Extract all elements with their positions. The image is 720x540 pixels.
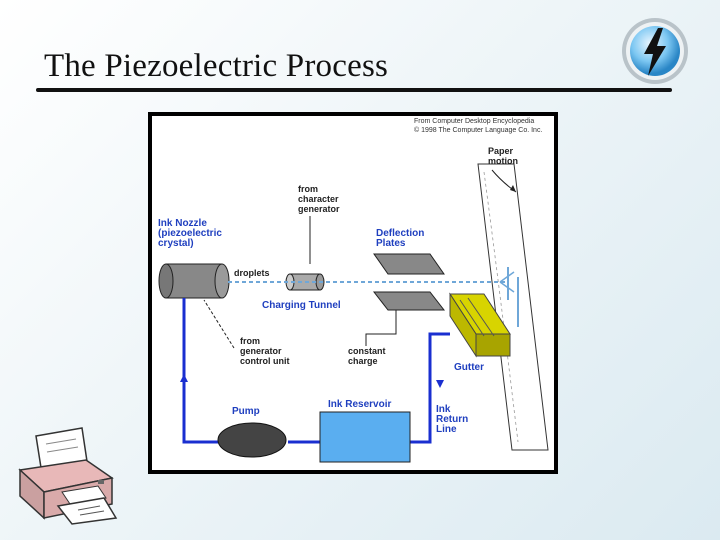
deflection-plate-bottom bbox=[372, 291, 446, 311]
from-gen-label-1: from bbox=[240, 336, 260, 346]
from-char-label-1: from bbox=[298, 184, 318, 194]
gutter-label: Gutter bbox=[454, 362, 484, 373]
ink-reservoir bbox=[319, 411, 411, 463]
piezoelectric-diagram: From Computer Desktop Encyclopedia © 199… bbox=[148, 112, 558, 474]
from-char-label-2: character bbox=[298, 194, 339, 204]
ink-return-label-1: Ink bbox=[436, 404, 451, 415]
pump-label: Pump bbox=[232, 406, 260, 417]
constant-charge-label-2: charge bbox=[348, 356, 378, 366]
credit-line-1: From Computer Desktop Encyclopedia bbox=[414, 118, 534, 125]
constant-charge-label-1: constant bbox=[348, 346, 386, 356]
ink-nozzle-label-1: Ink Nozzle bbox=[158, 218, 207, 229]
printer-clipart-icon bbox=[18, 427, 118, 525]
pump bbox=[217, 422, 287, 458]
gutter bbox=[449, 292, 511, 358]
deflection-label-2: Plates bbox=[376, 238, 406, 249]
from-char-label-3: generator bbox=[298, 204, 340, 214]
ink-nozzle bbox=[158, 263, 230, 299]
droplets-label: droplets bbox=[234, 268, 270, 278]
from-gen-label-3: control unit bbox=[240, 356, 290, 366]
deflection-plate-top bbox=[373, 253, 445, 275]
title-underline bbox=[36, 88, 672, 92]
pipe-flow-arrow-up bbox=[180, 374, 188, 382]
charging-tunnel-label: Charging Tunnel bbox=[262, 300, 341, 311]
from-gen-label-2: generator bbox=[240, 346, 282, 356]
ink-nozzle-label-2: (piezoelectric bbox=[158, 228, 222, 239]
constant-charge-wire bbox=[365, 310, 397, 346]
deflection-label-1: Deflection bbox=[376, 228, 424, 239]
lightning-bolt-icon bbox=[622, 18, 688, 84]
ink-pipes bbox=[182, 298, 450, 444]
ink-nozzle-label-3: crystal) bbox=[158, 238, 194, 249]
ink-return-label-2: Return bbox=[436, 414, 468, 425]
gen-control-wire bbox=[203, 299, 235, 349]
paper-motion-label-1: Paper bbox=[488, 146, 514, 156]
paper-motion-label-2: motion bbox=[488, 156, 518, 166]
credit-line-2: © 1998 The Computer Language Co. Inc. bbox=[414, 126, 542, 134]
ink-reservoir-label: Ink Reservoir bbox=[328, 399, 391, 410]
slide-title: The Piezoelectric Process bbox=[44, 48, 389, 84]
pipe-flow-arrow-down bbox=[436, 380, 444, 388]
ink-return-label-3: Line bbox=[436, 424, 457, 435]
deflected-drops bbox=[499, 267, 519, 327]
